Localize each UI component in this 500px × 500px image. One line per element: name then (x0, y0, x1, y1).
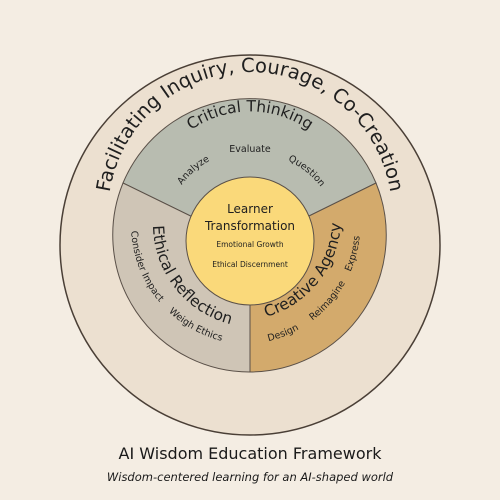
core-sub-emotional-growth: Emotional Growth (216, 240, 283, 249)
core-title-line1: Learner (227, 202, 273, 216)
core-title-line2: Transformation (204, 219, 295, 233)
framework-diagram: Facilitating Inquiry, Courage, Co-Creati… (59, 54, 441, 436)
core-sub-ethical-discernment: Ethical Discernment (212, 260, 288, 269)
core-circle (185, 176, 315, 306)
figure-title: AI Wisdom Education Framework (118, 444, 382, 463)
critical-sub-evaluate: Evaluate (229, 144, 271, 155)
figure-subtitle: Wisdom-centered learning for an AI-shape… (106, 470, 394, 484)
segment-critical-thinking (122, 98, 377, 246)
